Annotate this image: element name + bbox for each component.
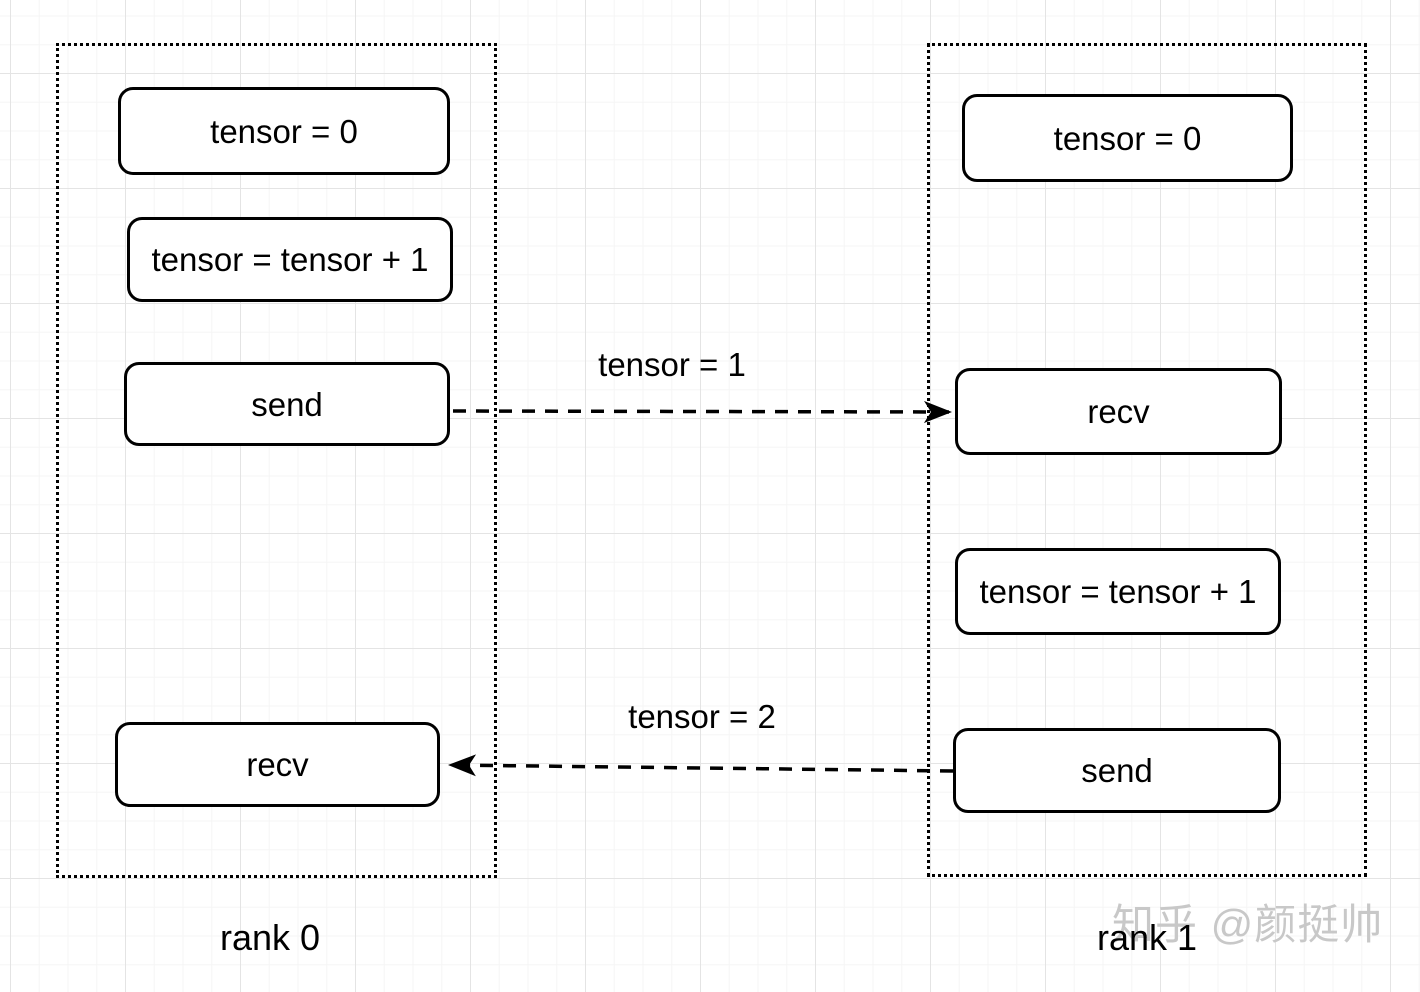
rank1-node-send: send — [953, 728, 1281, 813]
arrow-label-tensor-1: tensor = 1 — [598, 346, 746, 383]
rank0-container — [56, 43, 497, 878]
arrow-rank0-send-to-rank1-recv — [452, 400, 952, 423]
rank0-node-tensor-increment: tensor = tensor + 1 — [127, 217, 453, 302]
arrow-rank1-send-to-rank0-recv — [448, 754, 954, 777]
rank0-label: rank 0 — [219, 917, 321, 958]
arrow-label-tensor-2: tensor = 2 — [628, 698, 776, 735]
rank1-node-tensor-init: tensor = 0 — [962, 94, 1293, 182]
rank1-container — [927, 43, 1367, 877]
rank1-node-recv: recv — [955, 368, 1282, 455]
rank1-node-tensor-increment: tensor = tensor + 1 — [955, 548, 1281, 635]
zhihu-watermark: 知乎 @颜挺帅 — [1112, 901, 1384, 948]
rank0-node-recv: recv — [115, 722, 440, 807]
rank1-label: rank 1 — [1096, 917, 1198, 958]
rank0-node-tensor-init: tensor = 0 — [118, 87, 450, 175]
rank0-node-send: send — [124, 362, 450, 446]
